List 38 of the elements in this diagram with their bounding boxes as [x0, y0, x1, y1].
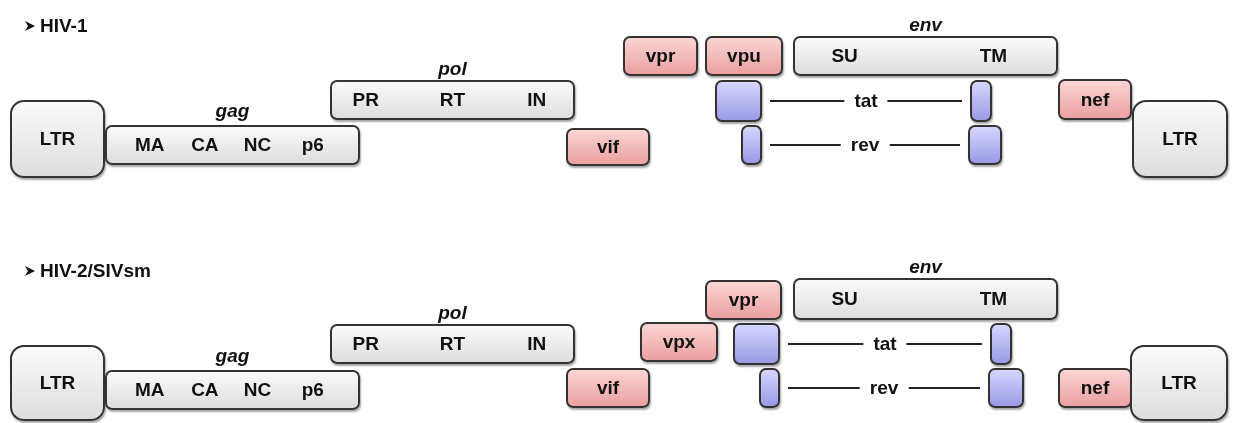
gene-name: env [909, 14, 942, 36]
protein-domain-label: RT [439, 89, 466, 111]
gene-name: vpr [728, 289, 759, 311]
protein-domain-label: NC [243, 379, 272, 401]
protein-domain-label: SU [831, 288, 858, 310]
protein-domain-label: MA [134, 379, 165, 401]
gene-name: LTR [1161, 372, 1197, 394]
gene-name: LTR [39, 128, 76, 150]
protein-domain-label: SU [831, 45, 858, 67]
protein-domain-label: p6 [301, 134, 324, 156]
gene-name: LTR [1162, 128, 1198, 150]
genome-title: HIV-1 [40, 15, 88, 37]
gene-name: vpr [645, 45, 676, 67]
protein-domain-label: TM [979, 288, 1008, 310]
protein-domain-label: PR [352, 333, 379, 355]
gene-name: gag [215, 100, 250, 122]
protein-domain-label: TM [979, 45, 1008, 67]
gene-name: gag [215, 345, 250, 367]
protein-domain-label: IN [527, 333, 547, 355]
gene-name: pol [438, 58, 467, 80]
gene-name: env [909, 256, 942, 278]
gene-name: nef [1080, 88, 1110, 111]
gene-name: pol [438, 302, 467, 324]
protein-domain-label: NC [243, 134, 272, 156]
gene-name: vif [596, 136, 620, 158]
gene-name: vpu [727, 45, 761, 67]
protein-domain-label: p6 [301, 379, 324, 401]
protein-domain-label: RT [439, 333, 466, 355]
protein-domain-label: IN [527, 89, 547, 111]
gene-name: vpx [662, 331, 696, 353]
gene-name: vif [596, 377, 620, 399]
gene-name: LTR [39, 372, 76, 394]
protein-domain-label: MA [134, 134, 165, 156]
genome-title: HIV-2/SIVsm [40, 260, 151, 282]
protein-domain-label: PR [352, 89, 379, 111]
gene-name: nef [1080, 377, 1110, 399]
protein-domain-label: CA [191, 379, 219, 401]
protein-domain-label: CA [191, 134, 219, 156]
